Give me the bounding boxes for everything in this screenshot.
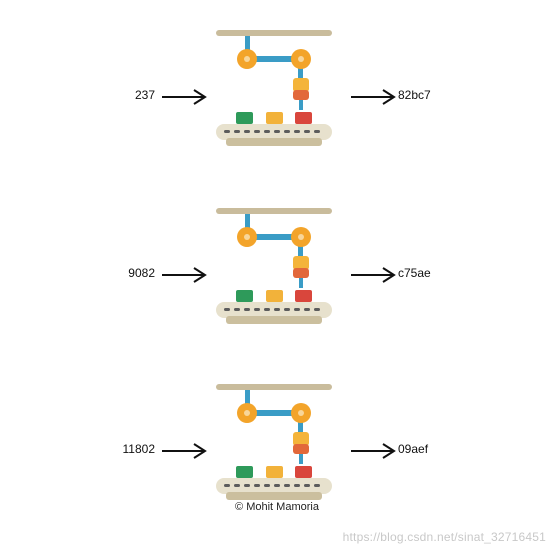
watermark-text: https://blog.csdn.net/sinat_32716451: [342, 530, 546, 544]
input-value: 9082: [128, 266, 155, 280]
output-value: c75ae: [398, 266, 431, 280]
input-value: 11802: [122, 442, 155, 456]
input-value: 237: [134, 88, 155, 102]
output-arrow-icon: [351, 89, 396, 105]
output-value: 82bc7: [398, 88, 431, 102]
process-row-1: 237 82bc7: [0, 8, 554, 158]
robot-arm-machine-icon: [216, 384, 332, 500]
process-row-3: 11802 09aef: [0, 362, 554, 512]
robot-arm-machine-icon: [216, 208, 332, 324]
robot-arm-machine-icon: [216, 30, 332, 146]
input-arrow-icon: [162, 267, 207, 283]
output-value: 09aef: [398, 442, 429, 456]
process-row-2: 9082 c75ae: [0, 186, 554, 336]
input-arrow-icon: [162, 89, 207, 105]
credit-text: © Mohit Mamoria: [235, 501, 319, 513]
output-arrow-icon: [351, 267, 396, 283]
input-arrow-icon: [162, 443, 207, 459]
output-arrow-icon: [351, 443, 396, 459]
